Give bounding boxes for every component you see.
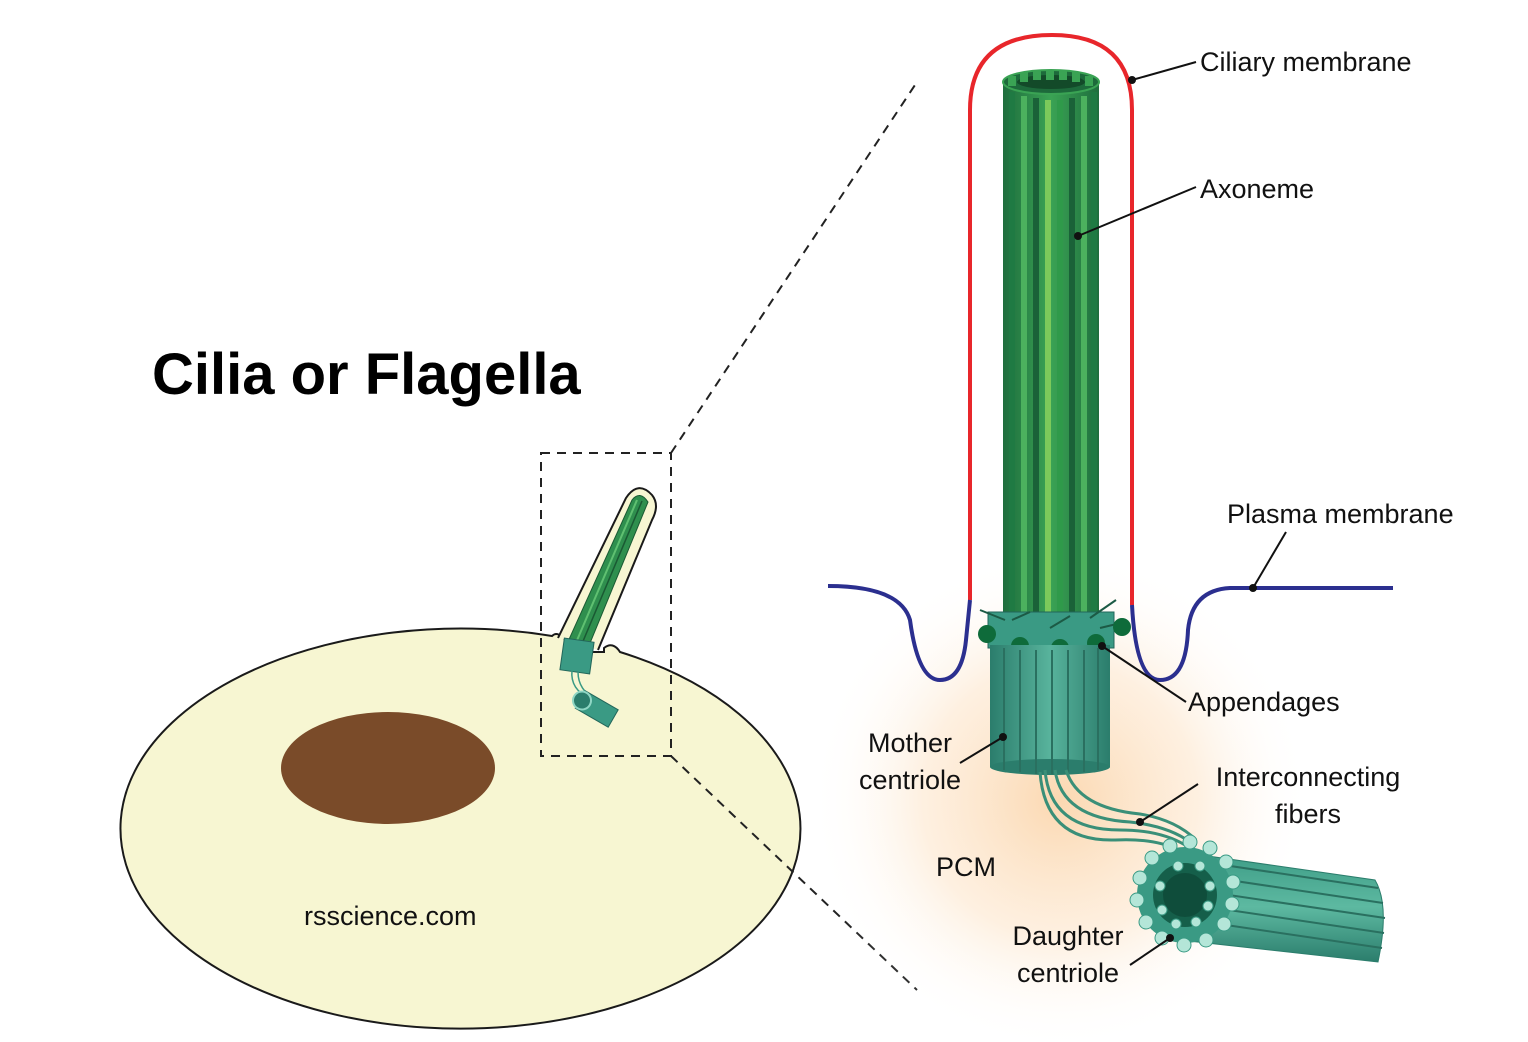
zoom-line-top — [670, 84, 916, 454]
diagram-title: Cilia or Flagella — [152, 342, 581, 407]
credit-text: rsscience.com — [304, 901, 477, 931]
zoom-indicator — [540, 84, 918, 991]
transition-zone — [979, 599, 1126, 649]
daughter-centriole — [1129, 834, 1386, 963]
plasma-membrane-left — [827, 584, 972, 683]
label-mother-centriole-line2: centriole — [858, 765, 962, 795]
label-mother-centriole-line1: Mother — [867, 728, 953, 758]
zoom-box — [540, 452, 672, 757]
mini-cilium — [557, 487, 657, 728]
label-daughter-centriole-line2: centriole — [1016, 958, 1120, 988]
label-axoneme: Axoneme — [1200, 174, 1315, 204]
label-interconnecting-fibers-line2: fibers — [1274, 799, 1342, 829]
label-ciliary-membrane: Ciliary membrane — [1200, 47, 1412, 77]
mini-mother-centriole — [559, 637, 595, 675]
label-appendages: Appendages — [1188, 687, 1340, 717]
ciliary-membrane — [968, 32, 1134, 605]
mother-centriole — [990, 645, 1110, 775]
cell — [119, 627, 802, 1030]
label-plasma-membrane: Plasma membrane — [1227, 499, 1454, 529]
label-interconnecting-fibers-line1: Interconnecting — [1215, 762, 1401, 792]
leader-dots — [999, 76, 1257, 942]
appendage — [1113, 618, 1131, 636]
label-pcm: PCM — [936, 852, 996, 882]
label-daughter-centriole-line1: Daughter — [1012, 921, 1124, 951]
interconnecting-fibers — [1038, 769, 1198, 852]
zoom-line-bottom — [670, 755, 918, 991]
cell-body — [119, 627, 802, 1030]
mini-daughter-centriole — [572, 690, 619, 728]
nucleus — [281, 712, 495, 824]
axoneme — [1002, 69, 1100, 622]
plasma-membrane-right — [1130, 586, 1393, 683]
appendage — [978, 625, 996, 643]
leader-lines — [959, 61, 1287, 966]
